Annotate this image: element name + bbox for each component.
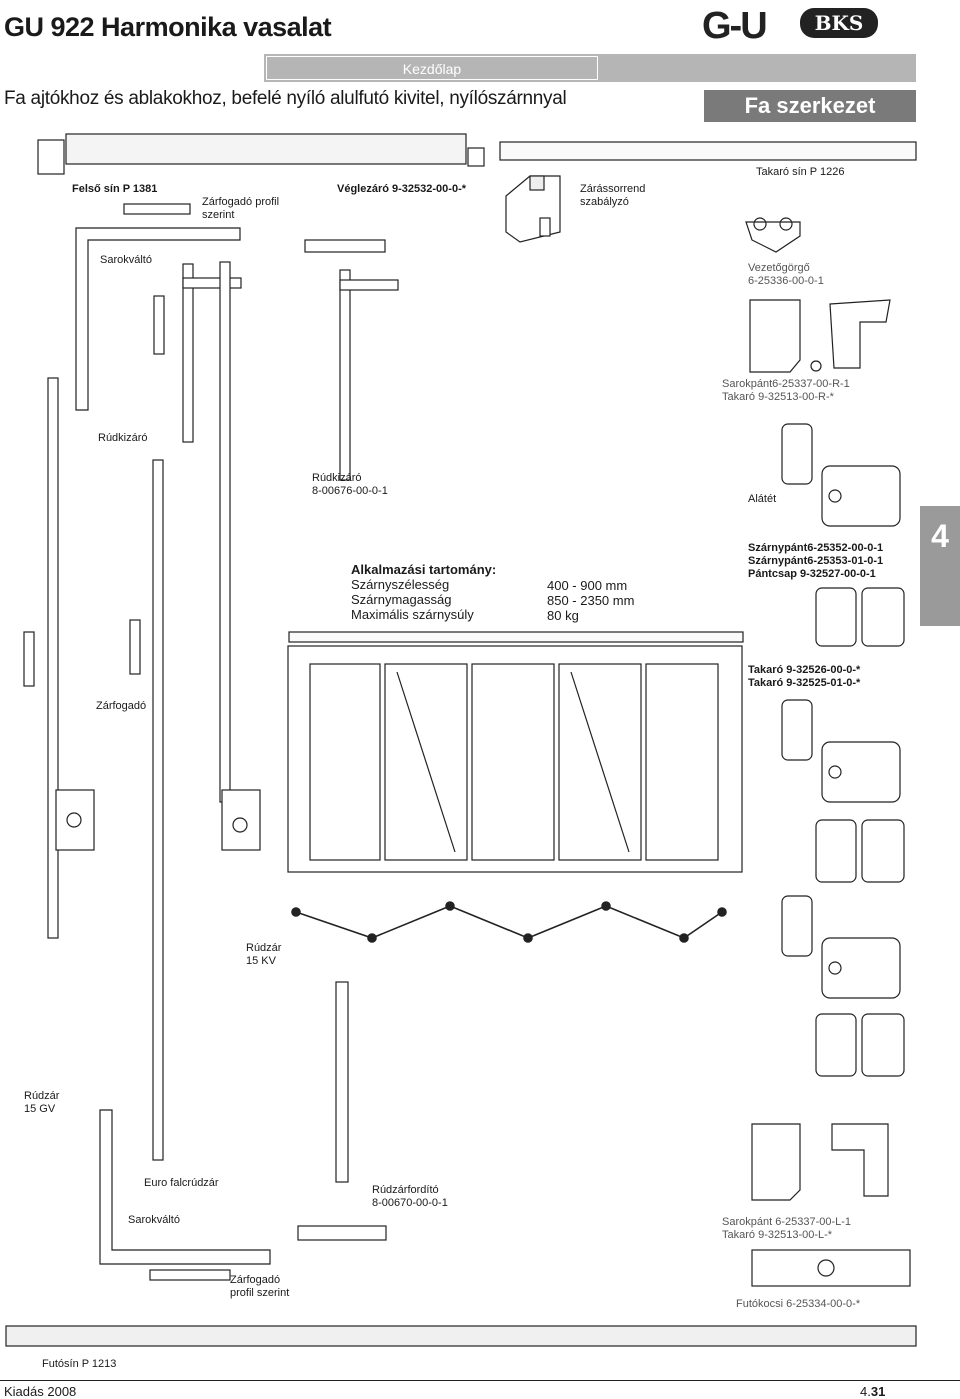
- window-elevation: [287, 631, 744, 873]
- label-top-rail: Felső sín P 1381: [72, 183, 158, 195]
- label-rod-lock-1: Rúdkizáró: [312, 472, 362, 484]
- page-number: 4.31: [860, 1384, 885, 1399]
- spacer-2: [781, 699, 813, 761]
- label-guide-roller-1: Vezetőgörgő: [748, 262, 810, 274]
- label-rod-bolt-kv-1: Rúdzár: [246, 942, 282, 954]
- section-heading: Fa szerkezet: [704, 90, 916, 122]
- page-title: GU 922 Harmonika vasalat: [4, 12, 332, 42]
- spacer-3: [781, 895, 813, 957]
- label-sequence-regulator-1: Zárássorrend: [580, 183, 646, 195]
- running-rail: [5, 1325, 917, 1347]
- label-rod-reverser-1: Rúdzárfordító: [372, 1184, 439, 1196]
- label-sequence-regulator-2: szabályzó: [580, 196, 629, 208]
- label-hinge-pin: Pántcsap 9-32527-00-0-1: [748, 568, 876, 580]
- rod-assembly-left: [23, 227, 261, 1161]
- label-corner-hinge-l-2: Takaró 9-32513-00-L-*: [722, 1229, 833, 1241]
- label-corner-hinge-r-1: Sarokpánt6-25337-00-R-1: [722, 378, 850, 390]
- label-rod-reverser-2: 8-00670-00-0-1: [372, 1197, 448, 1209]
- spec-name: Szárnymagasság: [351, 592, 452, 607]
- rod-assembly-middle: [297, 239, 399, 1241]
- spec-heading: Alkalmazási tartomány:: [351, 562, 497, 577]
- label-euro-rod: Euro falcrúdzár: [144, 1177, 219, 1189]
- leaf-hinge-2: [821, 741, 901, 803]
- label-carriage: Futókocsi 6-25334-00-0-*: [736, 1298, 861, 1310]
- top-rail: [37, 133, 485, 175]
- spec-name: Szárnyszélesség: [351, 577, 450, 592]
- spec-value: 850 - 2350 mm: [547, 593, 635, 608]
- label-running-rail: Futósín P 1213: [42, 1358, 117, 1370]
- label-strike-profile-1: Zárfogadó profil: [202, 196, 280, 208]
- page-subtitle: Fa ajtókhoz és ablakokhoz, befelé nyíló …: [4, 88, 567, 109]
- spec-value: 400 - 900 mm: [547, 578, 628, 593]
- spec-name: Maximális szárnysúly: [351, 607, 474, 622]
- home-link[interactable]: Kezdőlap: [266, 56, 598, 80]
- label-leaf-hinge-2: Szárnypánt6-25353-01-0-1: [748, 555, 884, 567]
- spacer-1: [781, 423, 813, 485]
- label-cover-2: Takaró 9-32525-01-0-*: [748, 677, 861, 689]
- hinge-cover-3: [815, 1013, 905, 1077]
- label-rod-bolt-gv-2: 15 GV: [24, 1103, 56, 1115]
- label-cover-1: Takaró 9-32526-00-0-*: [748, 664, 861, 676]
- label-rod-lock-2: 8-00676-00-0-1: [312, 485, 388, 497]
- edition: Kiadás 2008: [4, 1384, 77, 1399]
- label-strike-profile-2: szerint: [202, 209, 235, 221]
- footer-divider: [0, 1380, 960, 1381]
- label-guide-roller-2: 6-25336-00-0-1: [748, 275, 824, 287]
- leaf-hinge-3: [821, 937, 901, 999]
- hinge-cover-1: [815, 587, 905, 647]
- label-strike-bottom-1: Zárfogadó: [230, 1274, 281, 1286]
- page-prefix: 4.: [860, 1384, 871, 1399]
- label-rod-bolt-kv-2: 15 KV: [246, 955, 276, 967]
- label-spacer: Alátét: [748, 493, 777, 505]
- label-corner-hinge-r-2: Takaró 9-32513-00-R-*: [722, 391, 834, 403]
- application-range-values: 400 - 900 mm 850 - 2350 mm 80 kg: [547, 578, 634, 623]
- bks-logo: BKS: [800, 8, 878, 38]
- bottom-corner-drive: [99, 1109, 271, 1281]
- hinge-cover-2: [815, 819, 905, 883]
- carriage: [751, 1249, 911, 1287]
- label-rod-bolt-gv-1: Rúdzár: [24, 1090, 60, 1102]
- sequence-regulator: [505, 175, 561, 243]
- chapter-tab[interactable]: 4: [920, 506, 960, 626]
- folding-plan: [291, 901, 727, 943]
- label-cover-rail: Takaró sín P 1226: [756, 166, 845, 178]
- label-end-stop: Véglezáró 9-32532-00-0-*: [337, 183, 467, 195]
- leaf-hinge-1: [821, 465, 901, 527]
- label-rod-lock-left: Rúdkizáró: [98, 432, 148, 444]
- corner-hinge-right: [749, 299, 891, 373]
- label-corner-hinge-l-1: Sarokpánt 6-25337-00-L-1: [722, 1216, 852, 1228]
- page-num: 31: [870, 1384, 886, 1399]
- label-leaf-hinge-1: Szárnypánt6-25352-00-0-1: [748, 542, 884, 554]
- label-corner-drive-top: Sarokváltó: [100, 254, 152, 266]
- application-range: Alkalmazási tartomány: Szárnyszélesség S…: [351, 562, 496, 622]
- label-corner-drive-bottom: Sarokváltó: [128, 1214, 180, 1226]
- home-bar: [264, 54, 916, 82]
- label-strike-bottom-2: profil szerint: [230, 1287, 290, 1299]
- label-strike-mid: Zárfogadó: [96, 700, 147, 712]
- guide-roller: [745, 217, 801, 253]
- spec-value: 80 kg: [547, 608, 579, 623]
- cover-rail: [499, 141, 917, 161]
- strike-plate-top: [123, 203, 191, 215]
- gu-logo: G-U: [702, 5, 768, 47]
- corner-hinge-left: [751, 1123, 889, 1201]
